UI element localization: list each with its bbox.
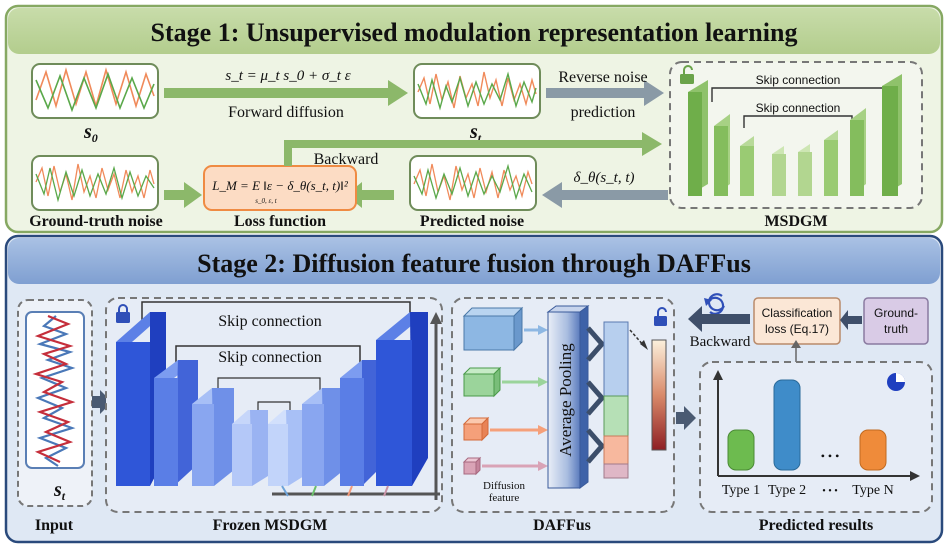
dots-mid: • • •	[821, 449, 840, 463]
typeN-label: Type N	[852, 483, 893, 498]
daffus-label: DAFFus	[533, 517, 591, 534]
unlock-icon	[654, 307, 667, 326]
reverse-prediction-arrow	[546, 80, 664, 106]
st-symbol: st	[469, 121, 482, 145]
predicted-noise-box	[409, 155, 537, 211]
msdgm-skip-1: Skip connection	[756, 73, 841, 87]
delta-label: δ_θ(s_t, t)	[573, 170, 634, 186]
feature-taps	[272, 312, 442, 500]
forward-diffusion-label: Forward diffusion	[228, 104, 344, 121]
backward-label-stage2: Backward	[690, 334, 751, 350]
class-loss-line-2: loss (Eq.17)	[765, 322, 829, 336]
diffusion-feature-2: feature	[489, 492, 520, 504]
type1-label: Type 1	[722, 483, 760, 498]
average-pooling-block: Average Pooling	[546, 305, 590, 489]
frozen-skip-2: Skip connection	[218, 349, 322, 366]
stage1-title: Stage 1: Unsupervised modulation represe…	[151, 18, 798, 47]
result-bar-type1	[727, 429, 755, 471]
msdgm-skip-2: Skip connection	[756, 101, 841, 115]
input-label: Input	[35, 517, 74, 534]
loss-formula: L_M = E ‖ε − δ_θ(s_t, t)‖²	[211, 178, 349, 193]
stage2-title: Stage 2: Diffusion feature fusion throug…	[197, 249, 751, 278]
diffusion-feature-1: Diffusion	[483, 480, 525, 492]
refresh-icon	[704, 293, 725, 315]
daffus-to-results-arrow	[676, 406, 696, 430]
loss-subscript: s_0, ε, t	[255, 197, 277, 205]
forward-diffusion-arrow	[164, 80, 408, 106]
dots-bottom: • • •	[822, 486, 838, 497]
gt-to-loss-arrow	[164, 182, 202, 208]
loss-function-box: L_M = E ‖ε − δ_θ(s_t, t)‖² s_0, ε, t	[203, 165, 357, 211]
frozen-msdgm-box: Skip connection Skip connection	[105, 297, 443, 513]
frozen-skip-1: Skip connection	[218, 313, 322, 330]
predicted-results-label: Predicted results	[759, 517, 874, 534]
frozen-unet-blocks	[116, 312, 428, 486]
predicted-noise-label: Predicted noise	[420, 213, 524, 230]
s0-signal-box	[31, 63, 159, 119]
lock-icon	[116, 304, 130, 323]
result-bar-typeN	[859, 429, 887, 471]
backward-arrow-stage1	[284, 132, 662, 166]
ground-truth-noise-label: Ground-truth noise	[29, 213, 163, 230]
s0-symbol: s0	[83, 121, 98, 145]
msdgm-unet-blocks	[688, 74, 902, 196]
daffus-box: Diffusion feature Average Pooling	[451, 297, 675, 513]
st-signal-box	[413, 63, 541, 119]
concat-vector	[603, 321, 629, 479]
predicted-results-box: • • • Type 1 Type 2 • • • Type N	[699, 361, 933, 513]
reverse-label-2: prediction	[571, 104, 636, 121]
average-pooling-label: Average Pooling	[556, 343, 575, 457]
reverse-label-1: Reverse noise	[558, 69, 647, 86]
gt-to-loss-arrow-2	[840, 310, 862, 330]
type2-label: Type 2	[768, 483, 806, 498]
msdgm-label: MSDGM	[764, 213, 827, 230]
msdgm-box: Skip connection Skip connection	[669, 61, 923, 209]
ground-truth-box: Ground- truth	[863, 297, 929, 345]
ground-truth-line-1: Ground-	[874, 306, 918, 320]
input-st-symbol: st	[53, 479, 66, 503]
results-to-loss-arrow	[791, 340, 801, 362]
result-bar-type2	[773, 379, 801, 471]
feature-cube-3	[462, 416, 490, 442]
input-box	[17, 299, 93, 507]
frozen-msdgm-label: Frozen MSDGM	[213, 517, 328, 534]
pooling-chevrons	[586, 326, 606, 464]
stage1-panel: Stage 1: Unsupervised modulation represe…	[4, 4, 944, 234]
loss-function-label: Loss function	[234, 213, 326, 230]
forward-equation: s_t = μ_t s_0 + σ_t ε	[225, 68, 350, 84]
ground-truth-line-2: truth	[884, 322, 908, 336]
feature-cube-2	[462, 366, 502, 398]
class-loss-line-1: Classification	[762, 306, 833, 320]
pie-chart-icon	[887, 373, 905, 391]
backward-arrow-stage2	[688, 306, 750, 332]
delta-arrow	[542, 182, 668, 208]
feature-cube-1	[462, 306, 524, 352]
ground-truth-noise-box	[31, 155, 159, 211]
backward-label-stage1: Backward	[314, 151, 379, 168]
class-loss-box: Classification loss (Eq.17)	[753, 297, 841, 345]
feature-cube-4	[462, 456, 482, 476]
unlock-icon	[680, 65, 694, 84]
stage2-panel: Stage 2: Diffusion feature fusion throug…	[4, 234, 944, 544]
